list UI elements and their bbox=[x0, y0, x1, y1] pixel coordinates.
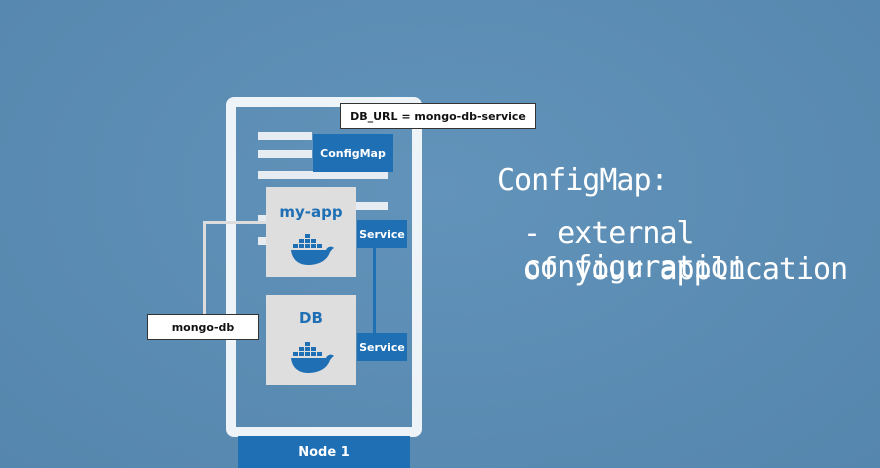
db-name-label: mongo-db bbox=[147, 314, 259, 340]
docker-whale-icon bbox=[291, 342, 334, 373]
node-bar-5 bbox=[258, 237, 268, 245]
config-value-label: DB_URL = mongo-db-service bbox=[340, 103, 536, 129]
node-bar-1 bbox=[258, 132, 312, 140]
node-bar-3 bbox=[258, 171, 388, 179]
node-bar-6 bbox=[356, 202, 388, 210]
mongo-connector-horizontal bbox=[203, 221, 267, 224]
node-bar-2 bbox=[258, 150, 312, 158]
caption-line-1: - external configuration bbox=[523, 216, 746, 285]
db-service-box: Service bbox=[357, 333, 407, 361]
app-pod: my-app bbox=[266, 187, 356, 277]
configmap-box: ConfigMap bbox=[313, 134, 393, 172]
node-bar-4 bbox=[258, 215, 268, 223]
app-service-box: Service bbox=[357, 220, 407, 248]
db-pod: DB bbox=[266, 295, 356, 385]
db-pod-label: DB bbox=[299, 309, 323, 327]
node-frame bbox=[226, 97, 422, 437]
caption-heading: ConfigMap: bbox=[497, 163, 669, 198]
mongo-connector-vertical bbox=[203, 221, 206, 315]
app-pod-label: my-app bbox=[279, 203, 343, 221]
node-label: Node 1 bbox=[238, 436, 410, 468]
caption-line-2: of your application bbox=[523, 252, 848, 287]
docker-whale-icon bbox=[291, 234, 334, 265]
service-connector-line bbox=[373, 248, 376, 334]
